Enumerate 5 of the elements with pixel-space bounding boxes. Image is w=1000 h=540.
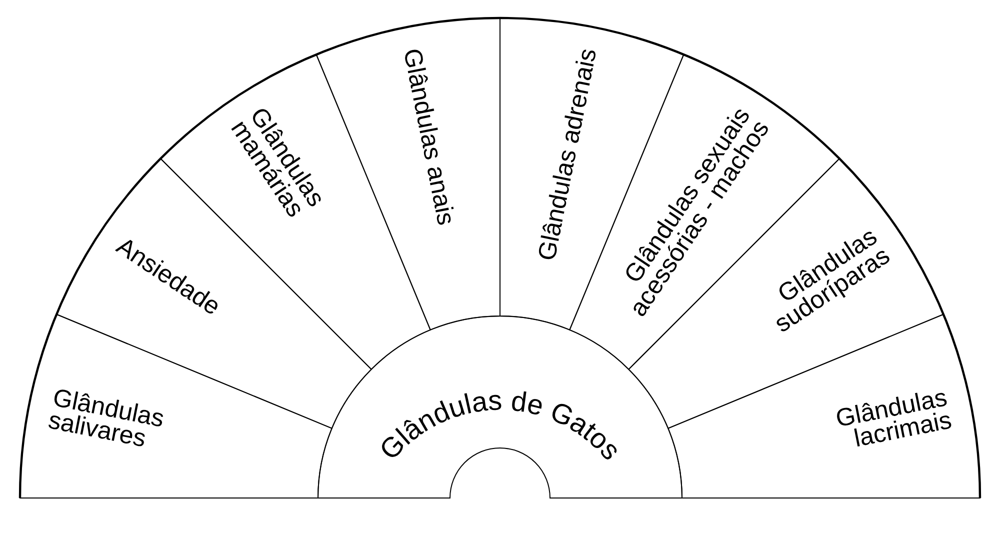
sector-label: Glândulas lacrimais	[832, 386, 954, 454]
sector-label: Glândulas adrenais	[536, 46, 601, 262]
sector-label: Glândulas anais	[399, 46, 457, 227]
sector-label: Glândulas salivares	[46, 386, 168, 454]
hub-ring	[316, 314, 684, 500]
